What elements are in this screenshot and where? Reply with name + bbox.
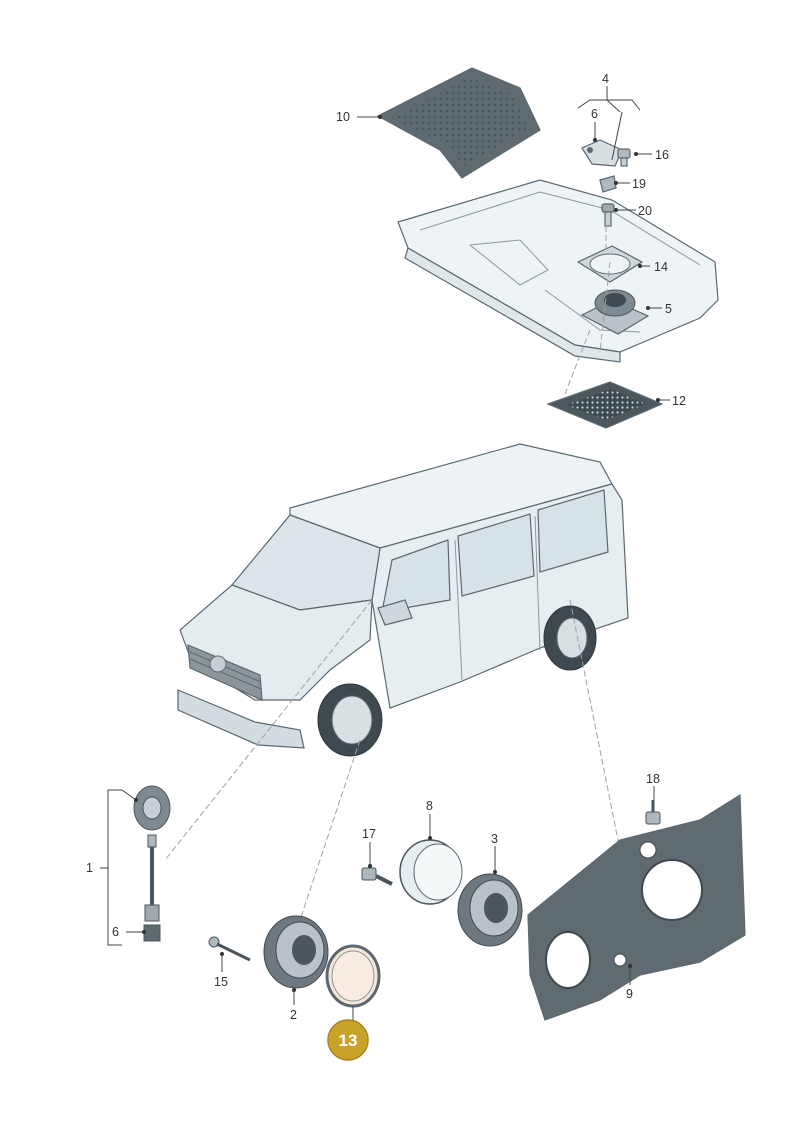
roof-console bbox=[397, 179, 719, 363]
screw-17 bbox=[361, 867, 393, 886]
callout-17: 17 bbox=[362, 827, 376, 841]
callout-6-bottom: 6 bbox=[112, 925, 119, 939]
speaker-bracket-top bbox=[581, 139, 623, 167]
callout-10: 10 bbox=[336, 110, 350, 124]
callout-2: 2 bbox=[290, 1008, 297, 1022]
clip-19 bbox=[599, 175, 617, 193]
callout-13-badge[interactable]: 13 bbox=[327, 1019, 369, 1061]
door-speaker-3 bbox=[457, 873, 523, 947]
callout-14: 14 bbox=[654, 260, 668, 274]
callout-19: 19 bbox=[632, 177, 646, 191]
adapter-ring-8 bbox=[399, 839, 463, 905]
callout-8: 8 bbox=[426, 799, 433, 813]
door-inner-panel-9 bbox=[527, 793, 746, 1021]
rivet-15 bbox=[208, 936, 251, 962]
callout-16: 16 bbox=[655, 148, 669, 162]
callout-6-top: 6 bbox=[591, 107, 598, 121]
screw-16 bbox=[617, 148, 631, 167]
callout-9: 9 bbox=[626, 987, 633, 1001]
van-illustration bbox=[177, 443, 629, 757]
speaker-ring-13 bbox=[325, 944, 381, 1008]
floor-mat bbox=[376, 67, 541, 179]
screw-18 bbox=[645, 800, 661, 825]
callout-4: 4 bbox=[602, 72, 609, 86]
door-speaker-2 bbox=[263, 915, 329, 989]
callout-15: 15 bbox=[214, 975, 228, 989]
callout-18: 18 bbox=[646, 772, 660, 786]
callout-3: 3 bbox=[491, 832, 498, 846]
callout-13: 13 bbox=[339, 1031, 358, 1050]
callout-20: 20 bbox=[638, 204, 652, 218]
callout-1: 1 bbox=[86, 861, 93, 875]
callout-5: 5 bbox=[665, 302, 672, 316]
nut-20 bbox=[601, 203, 615, 227]
callout-12: 12 bbox=[672, 394, 686, 408]
tweeter-with-cable bbox=[133, 785, 171, 942]
speaker-grille-12 bbox=[546, 381, 664, 429]
